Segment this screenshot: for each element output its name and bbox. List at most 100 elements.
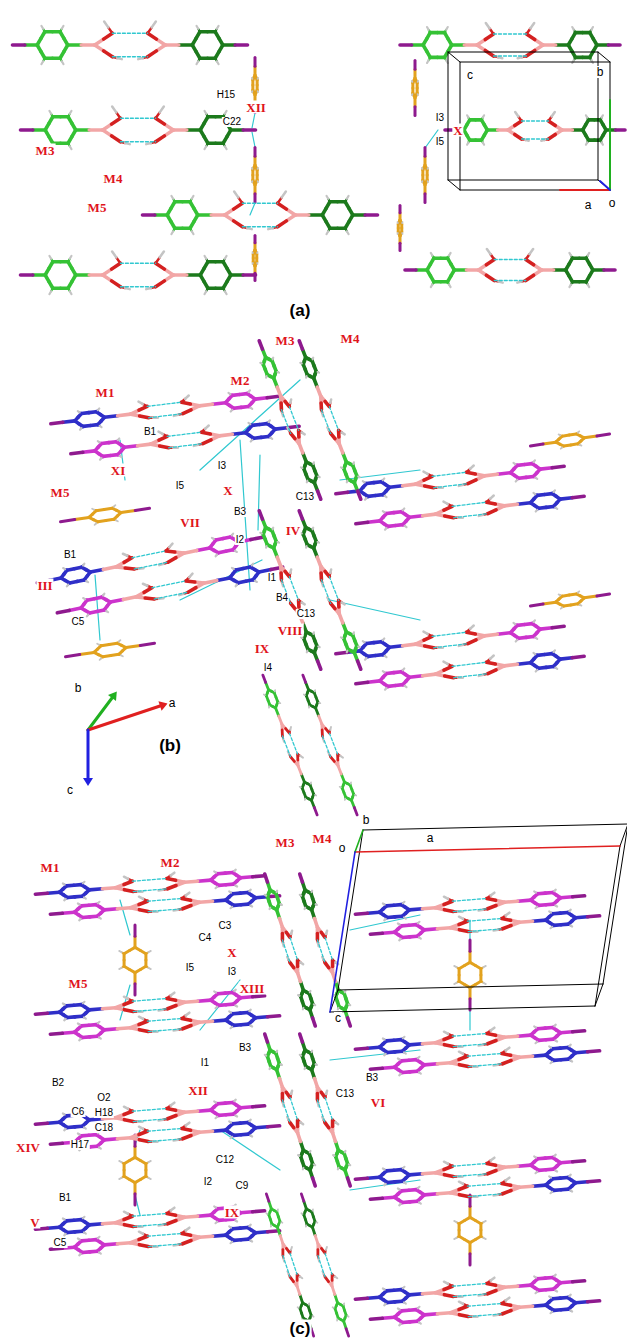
hydrogen-bond — [112, 56, 147, 57]
bond — [312, 528, 315, 530]
bond — [584, 436, 597, 438]
bond — [282, 192, 286, 198]
bond — [454, 1221, 456, 1222]
bond — [315, 794, 316, 796]
bond — [139, 897, 143, 899]
bond — [160, 446, 169, 448]
bond — [76, 128, 90, 132]
bond — [586, 142, 587, 144]
bond — [121, 510, 135, 512]
contact-line — [252, 113, 255, 128]
bond — [270, 705, 273, 707]
bond — [232, 568, 234, 569]
bond — [289, 727, 292, 730]
bond — [368, 521, 380, 522]
bond — [444, 662, 448, 664]
bond — [417, 81, 419, 82]
contact-line — [250, 203, 255, 215]
hydrogen-bond — [329, 577, 338, 601]
bond — [299, 511, 302, 519]
bond — [112, 107, 116, 113]
bond — [578, 591, 579, 592]
bond — [552, 466, 564, 467]
bond — [368, 681, 380, 682]
bond — [584, 596, 597, 598]
bond — [204, 111, 206, 114]
bond — [148, 1178, 150, 1179]
hydrogen-bond — [147, 898, 181, 901]
hydrogen-bond — [321, 410, 330, 434]
bond — [232, 534, 233, 536]
bond — [318, 645, 319, 648]
hydrogen-bond — [134, 562, 168, 569]
bond — [470, 466, 474, 469]
bond — [513, 463, 515, 464]
boronic-acid-dimer — [356, 650, 584, 689]
hydrogen-bond — [242, 203, 277, 204]
bond — [35, 891, 47, 896]
bond — [427, 60, 429, 63]
bond — [346, 651, 349, 653]
bond — [397, 221, 399, 224]
bond — [84, 897, 86, 898]
bond — [347, 784, 350, 786]
bond — [553, 490, 554, 492]
bond — [93, 511, 97, 514]
bond — [425, 486, 434, 488]
bond — [63, 568, 65, 569]
bond — [145, 598, 154, 599]
bond — [389, 486, 402, 488]
hydrogen-bond — [148, 909, 182, 912]
bond — [125, 568, 134, 569]
bond — [486, 275, 494, 280]
bond — [306, 651, 309, 653]
bond — [602, 115, 603, 117]
bond — [543, 442, 556, 444]
bond — [234, 990, 236, 991]
bond — [517, 282, 521, 283]
bond — [569, 253, 571, 256]
hydrogen-bond — [322, 736, 330, 757]
bond — [173, 128, 187, 132]
bond — [99, 1037, 101, 1038]
bond — [347, 196, 349, 199]
bond — [300, 362, 301, 365]
bond — [556, 43, 569, 47]
hydrogen-bond — [522, 120, 549, 121]
bond — [268, 228, 273, 229]
bond — [405, 686, 407, 687]
bond — [248, 423, 250, 424]
contact-line — [200, 380, 300, 470]
bond — [70, 256, 72, 259]
bond — [196, 61, 198, 64]
bond — [289, 399, 292, 403]
bond — [311, 691, 314, 693]
bond — [517, 503, 530, 505]
boronic-acid-dimer — [50, 890, 279, 921]
hydrogen-bond — [289, 577, 298, 601]
bond — [47, 890, 59, 895]
bond — [231, 128, 243, 132]
bond — [80, 428, 81, 430]
diiodobenzene-molecule — [530, 431, 609, 448]
bond — [112, 118, 121, 124]
bond — [184, 551, 197, 554]
hydrogen-bond — [494, 55, 527, 56]
bond — [70, 146, 72, 149]
bond — [139, 402, 143, 404]
bond — [318, 475, 319, 478]
bond — [383, 671, 385, 672]
bond — [134, 984, 137, 995]
bond — [485, 51, 493, 57]
bond — [536, 670, 537, 672]
bond — [325, 401, 329, 406]
bond — [483, 966, 485, 967]
bond — [403, 484, 416, 486]
bond — [383, 511, 385, 512]
bond — [123, 554, 128, 556]
bond — [278, 203, 287, 209]
bond — [347, 231, 349, 234]
bond — [64, 899, 66, 900]
bond — [490, 496, 494, 499]
bond — [516, 640, 517, 642]
